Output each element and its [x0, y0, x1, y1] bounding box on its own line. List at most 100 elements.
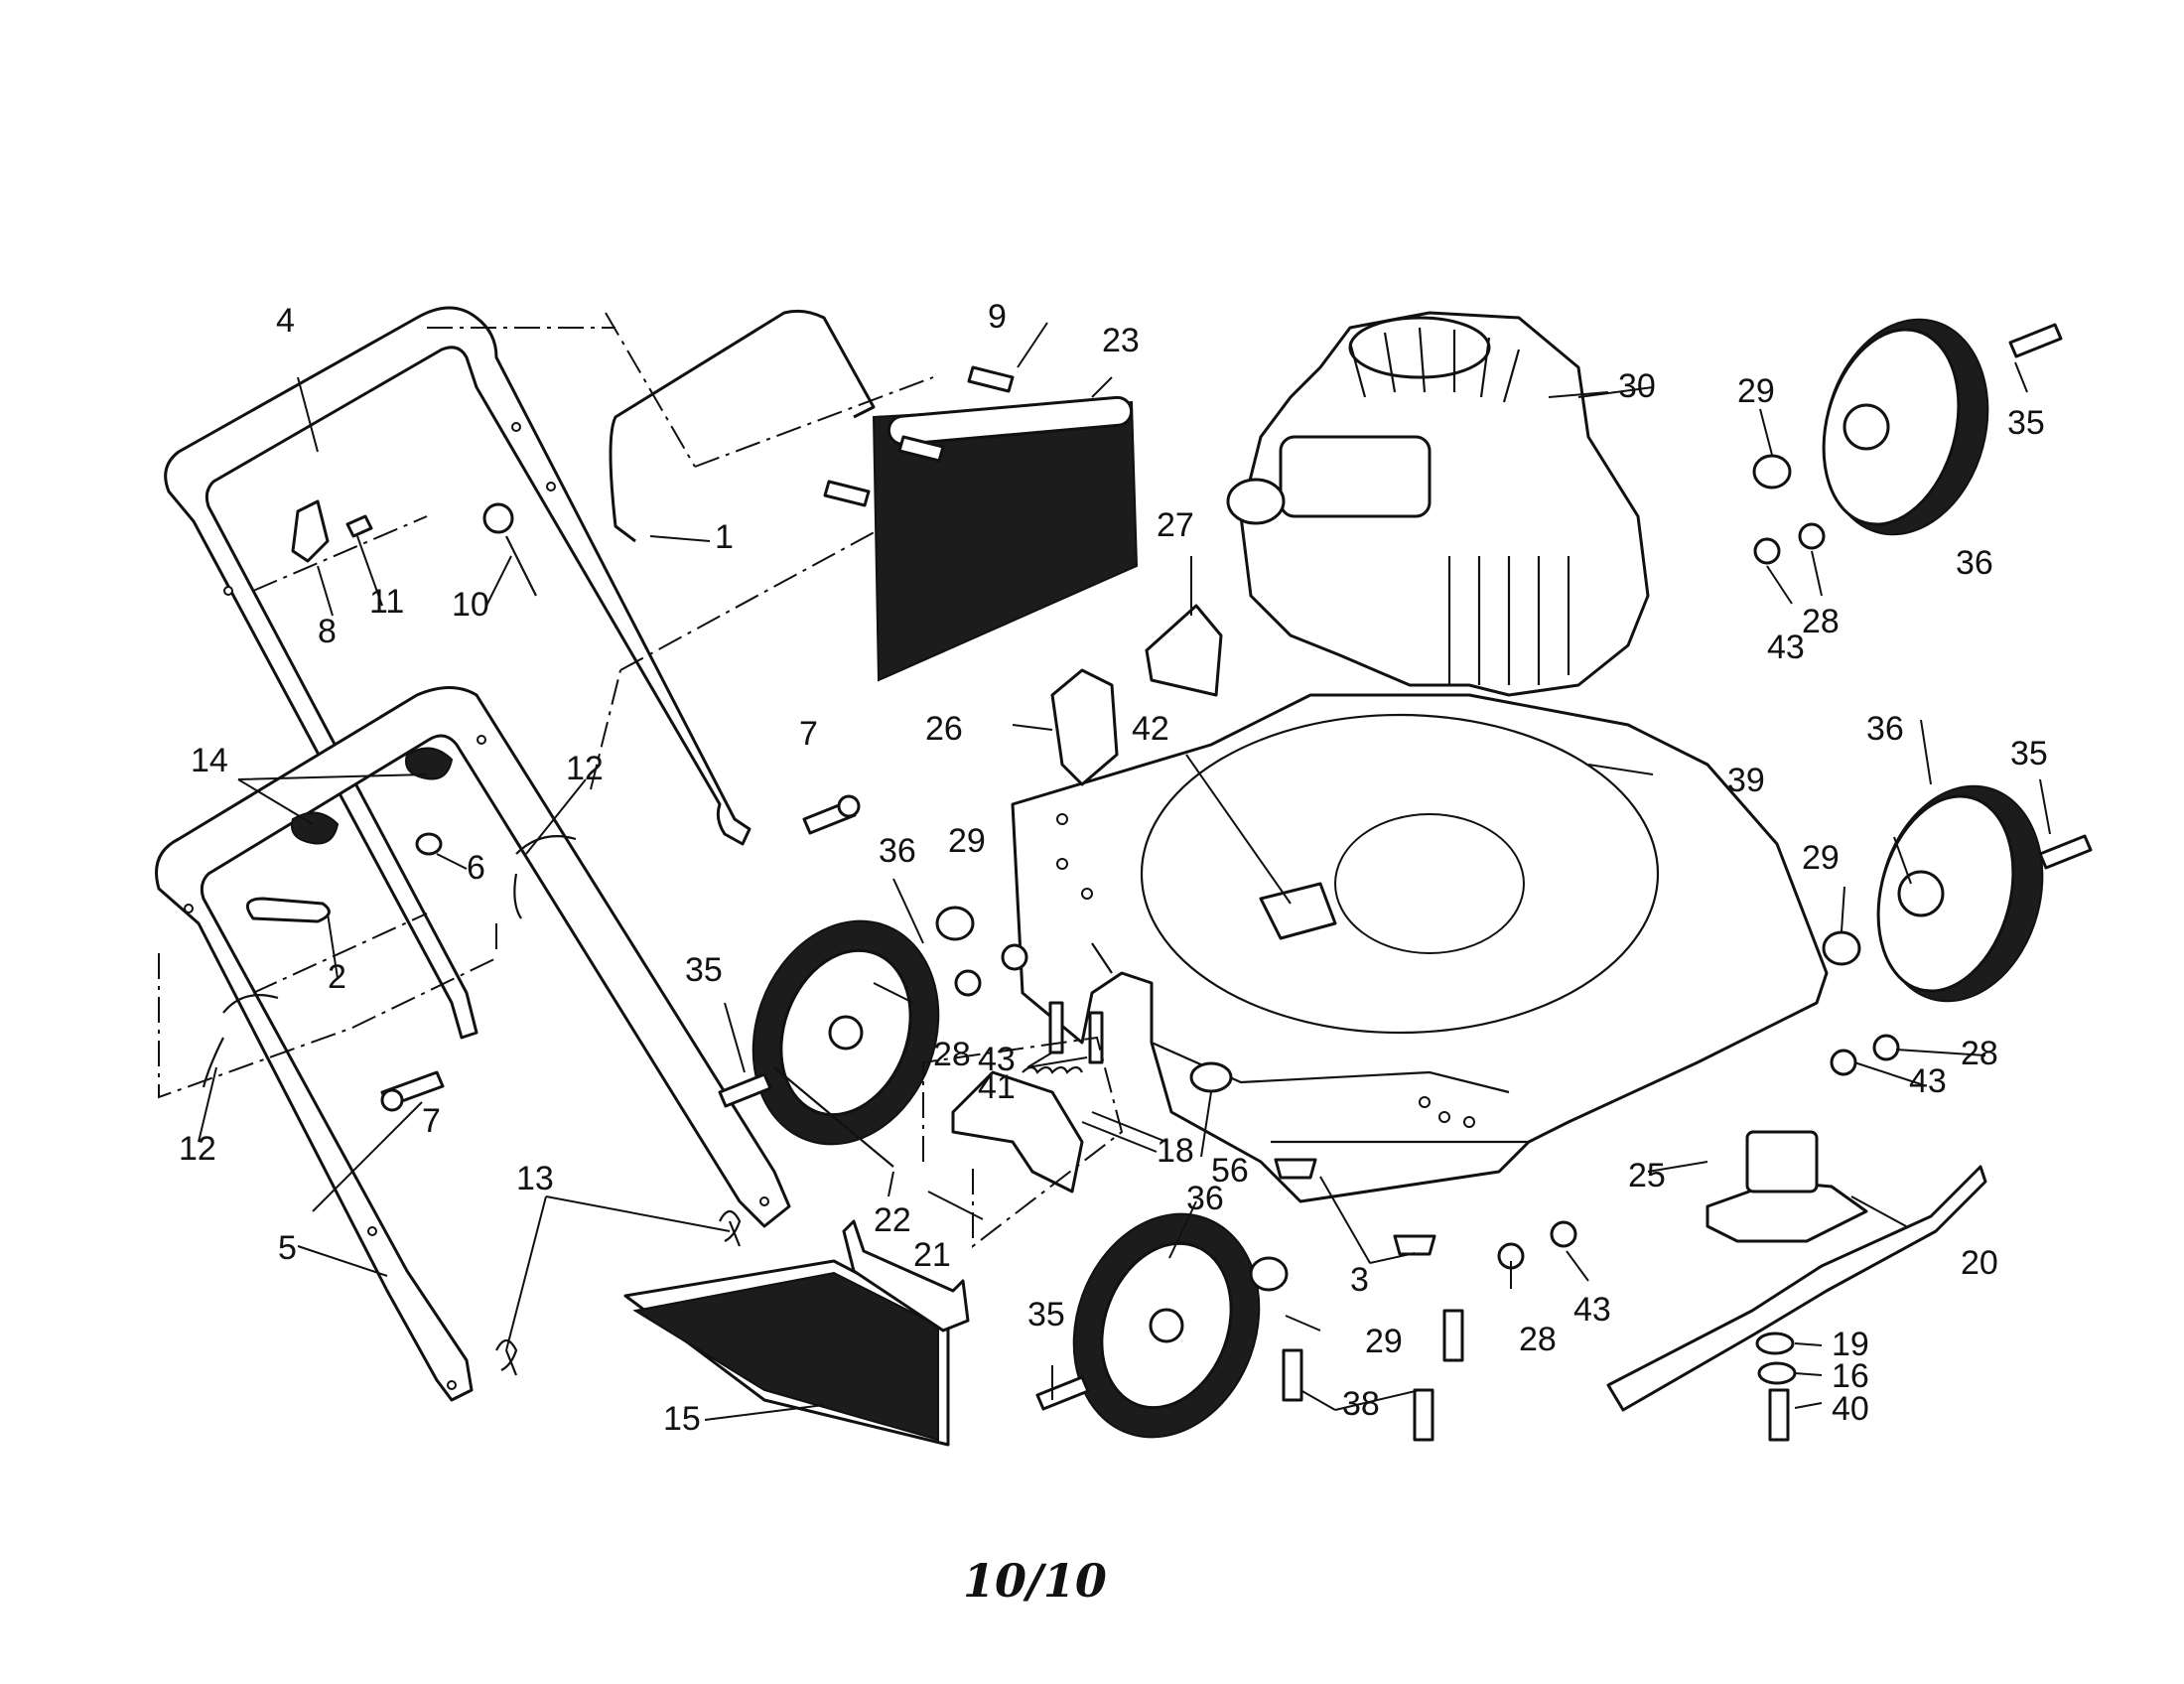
- callout-4: 4: [276, 302, 295, 340]
- control-bail: [609, 309, 876, 543]
- clip-3-a: [1274, 1158, 1317, 1180]
- callout-14: 14: [191, 742, 228, 779]
- callout-12-b: 12: [179, 1130, 216, 1168]
- spacer-29-b: [1752, 454, 1792, 490]
- nut-43-b: [1753, 537, 1781, 565]
- spacer-29-c: [1822, 930, 1861, 966]
- cable-tie-right: [513, 835, 577, 919]
- callout-7-b: 7: [422, 1102, 441, 1140]
- nut-43-a: [1001, 943, 1028, 971]
- bolt-9-b: [897, 435, 945, 463]
- cable-tie-left: [202, 994, 279, 1088]
- callout-10: 10: [452, 586, 489, 624]
- wing-knob-upper: [405, 747, 454, 780]
- clip-3-b: [1393, 1234, 1436, 1256]
- callout-5: 5: [278, 1229, 297, 1267]
- discharge-chute: [623, 1219, 970, 1447]
- clevis-pin: [245, 897, 331, 923]
- callout-35-b: 35: [2010, 735, 2048, 772]
- rear-deflector: [872, 395, 1139, 682]
- mower-deck: [1011, 693, 1829, 1203]
- callout-13: 13: [516, 1160, 554, 1197]
- nut-56: [1189, 1061, 1233, 1093]
- callout-36-b: 36: [1866, 710, 1904, 748]
- callout-15: 15: [663, 1400, 701, 1438]
- callout-16: 16: [1832, 1357, 1869, 1395]
- wheel-bracket-27: [1145, 604, 1223, 697]
- bolt-35-c: [2008, 323, 2063, 358]
- nut-43-c: [1830, 1049, 1857, 1076]
- bolt-11: [345, 514, 373, 538]
- callout-35-c: 35: [685, 951, 723, 989]
- spacer-29-d: [1249, 1256, 1289, 1292]
- callout-28-d: 28: [1519, 1321, 1557, 1358]
- callout-1: 1: [715, 518, 734, 556]
- hairpin-clip-lower: [495, 1338, 518, 1376]
- callout-3: 3: [1350, 1261, 1369, 1299]
- callout-42: 42: [1132, 710, 1169, 748]
- callout-8: 8: [318, 613, 337, 650]
- wheel-rear-left: [1822, 318, 1989, 536]
- callout-19: 19: [1832, 1326, 1869, 1363]
- callout-36-a: 36: [1956, 544, 1993, 582]
- callout-29-c: 29: [1802, 839, 1840, 877]
- callout-7-a: 7: [799, 715, 818, 753]
- callout-23: 23: [1102, 322, 1140, 359]
- wheel-rear-right: [1876, 784, 2044, 1003]
- nut-43-d: [1550, 1220, 1577, 1248]
- bolt-38-b: [1442, 1309, 1464, 1362]
- engine: [1226, 311, 1650, 697]
- bolt-35-a: [718, 1072, 772, 1108]
- callout-6: 6: [467, 849, 485, 887]
- callout-43-a: 43: [1767, 629, 1805, 666]
- bolt-9-c: [823, 480, 871, 507]
- callout-2: 2: [328, 958, 346, 996]
- callout-36-c: 36: [879, 832, 916, 870]
- washer-28-a: [954, 969, 982, 997]
- bolt-9-a: [967, 365, 1015, 393]
- callout-41: 41: [978, 1068, 1016, 1106]
- callout-9: 9: [988, 298, 1007, 336]
- screw-41-a: [1048, 1001, 1064, 1054]
- lower-handle: [155, 686, 791, 1402]
- spring-coil: [482, 502, 514, 534]
- bolt-40: [1768, 1388, 1790, 1442]
- callout-18: 18: [1157, 1132, 1194, 1170]
- callout-25: 25: [1628, 1157, 1666, 1194]
- wheel-bracket-26: [1050, 668, 1119, 786]
- cable-bracket: [291, 499, 330, 563]
- callout-43-c: 43: [1909, 1062, 1947, 1100]
- callout-29-b: 29: [948, 822, 986, 860]
- callout-22: 22: [874, 1201, 911, 1239]
- callout-labels: 4 1 9 23 30 29 35 36 43 28 8 11 10 27 26…: [179, 298, 2048, 1608]
- upper-handle: [164, 306, 751, 1040]
- callout-43-b: 43: [978, 1041, 1016, 1078]
- callout-35-d: 35: [1027, 1296, 1065, 1333]
- bolt-38-a: [1282, 1348, 1303, 1402]
- washer-28-c: [1872, 1034, 1900, 1061]
- hairpin-clip-upper: [719, 1209, 742, 1247]
- callout-28-a: 28: [1802, 603, 1840, 640]
- wing-knob-lower: [291, 811, 340, 845]
- callout-21: 21: [913, 1236, 951, 1274]
- bolt-38-c: [1413, 1388, 1434, 1442]
- wheel-front-right: [1072, 1212, 1261, 1439]
- callout-12-a: 12: [566, 750, 604, 787]
- callout-28-b: 28: [933, 1036, 971, 1073]
- callout-28-c: 28: [1961, 1035, 1998, 1072]
- callout-36-d: 36: [1186, 1180, 1224, 1217]
- callout-39: 39: [1727, 762, 1765, 799]
- callout-11: 11: [369, 583, 404, 621]
- callout-43-d: 43: [1573, 1291, 1611, 1329]
- torsion-spring: [1022, 1065, 1083, 1074]
- spacer-29-a: [935, 906, 975, 941]
- callout-26: 26: [925, 710, 963, 748]
- callout-leaders: [198, 322, 2051, 1421]
- mower-blade: [1606, 1165, 1987, 1412]
- bolt-35-d: [2038, 834, 2093, 870]
- hinge-rod: [773, 1066, 894, 1168]
- bolt-35-b: [1035, 1375, 1090, 1411]
- washer-28-b: [1798, 522, 1826, 550]
